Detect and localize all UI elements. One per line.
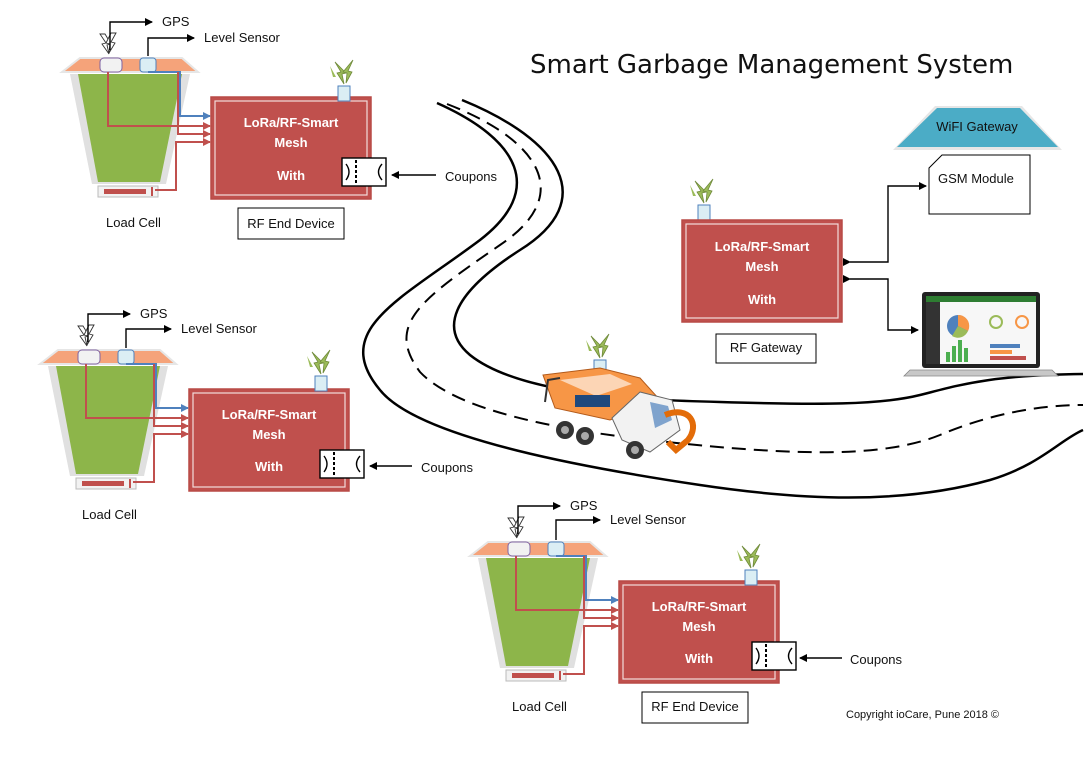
coupons-label: Coupons (850, 652, 903, 667)
device-line3: With (277, 168, 305, 183)
antenna-signal-icon (329, 59, 354, 102)
end-device-box (641, 691, 749, 724)
rf-gateway-box (715, 333, 817, 364)
device-line1: LoRa/RF-Smart (244, 115, 339, 130)
level-sensor-label: Level Sensor (610, 512, 687, 527)
rf-gateway-label: RF Gateway (730, 340, 803, 355)
copyright-label: Copyright ioCare, Pune 2018 © (846, 709, 999, 721)
gps-signal-icon (99, 32, 117, 55)
coupon-reader-icon (751, 641, 797, 671)
end-device-label: RF End Device (247, 216, 334, 231)
device-line1: LoRa/RF-Smart (222, 407, 317, 422)
coupon-reader-icon (341, 157, 387, 187)
device-line3: With (748, 292, 776, 307)
coupons-label: Coupons (445, 169, 498, 184)
device-line3: With (255, 459, 283, 474)
wifi-gateway-label: WiFI Gateway (936, 119, 1018, 134)
gps-label: GPS (162, 14, 190, 29)
gps-signal-icon (77, 324, 95, 347)
diagram-title: Smart Garbage Management System (530, 50, 1013, 80)
load-cell-label: Load Cell (82, 507, 137, 522)
device-line1: LoRa/RF-Smart (715, 239, 810, 254)
device-line2: Mesh (745, 259, 778, 274)
gps-signal-icon (507, 516, 525, 539)
gsm-module-label: GSM Module (938, 171, 1014, 186)
load-cell-label: Load Cell (106, 215, 161, 230)
device-line2: Mesh (682, 619, 715, 634)
end-device-box (237, 207, 345, 240)
device-line1: LoRa/RF-Smart (652, 599, 747, 614)
level-sensor-label: Level Sensor (204, 30, 281, 45)
device-line2: Mesh (274, 135, 307, 150)
wifi-gateway-shape (897, 108, 1058, 147)
coupon-reader-icon (319, 449, 365, 479)
end-device-label: RF End Device (651, 699, 738, 714)
gsm-module-box (928, 154, 1031, 215)
bin-group-2: GPS Level Sensor Load Cell LoRa/RF-Smart… (39, 306, 474, 522)
antenna-signal-icon (689, 178, 714, 221)
garbage-truck-icon (542, 333, 696, 459)
antenna-signal-icon (736, 543, 761, 586)
bin-group-3: GPS Level Sensor Load Cell LoRa/RF-Smart… (469, 498, 903, 724)
laptop-dashboard-icon (903, 292, 1059, 377)
bin-group-1: GPS Level Sensor Load Cell LoRa/RF-Smart… (61, 14, 498, 240)
device-line3: With (685, 651, 713, 666)
gps-label: GPS (140, 306, 168, 321)
coupons-label: Coupons (421, 460, 474, 475)
antenna-signal-icon (306, 349, 331, 392)
load-cell-label: Load Cell (512, 699, 567, 714)
level-sensor-label: Level Sensor (181, 321, 258, 336)
gateway-group: LoRa/RF-Smart Mesh With RF Gateway WiFI … (681, 106, 1062, 377)
gps-label: GPS (570, 498, 598, 513)
device-line2: Mesh (252, 427, 285, 442)
